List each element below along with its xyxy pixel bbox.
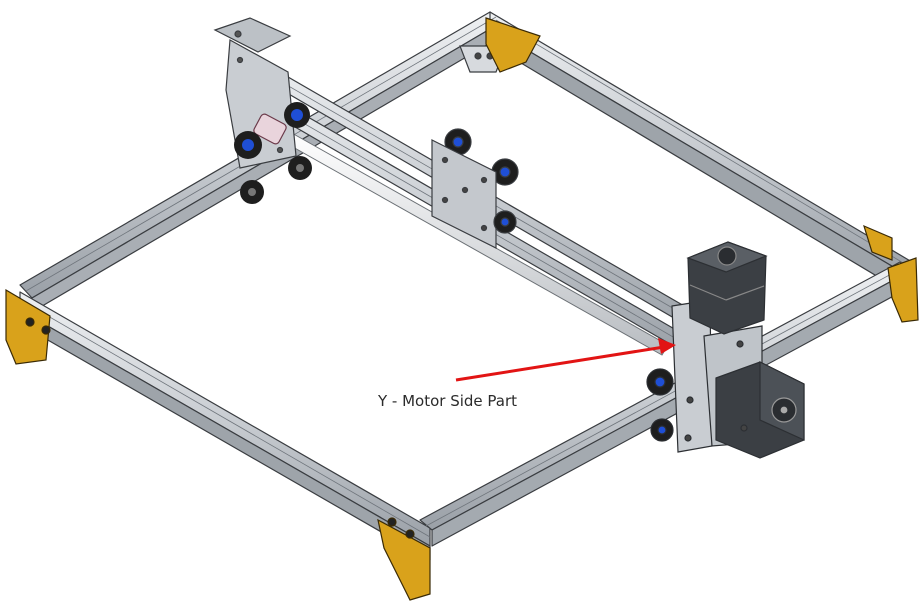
corner-bracket-icon bbox=[887, 257, 919, 323]
corner-brackets bbox=[5, 17, 919, 601]
left-coupler bbox=[253, 113, 287, 145]
v-wheel-icon bbox=[234, 131, 262, 159]
v-wheel-icon bbox=[444, 128, 472, 156]
extrusion-left-face bbox=[19, 309, 431, 561]
v-wheel-icon bbox=[493, 210, 517, 234]
corner-bracket-icon bbox=[863, 224, 893, 261]
extrusion-right-face bbox=[485, 27, 913, 291]
v-wheel-icon bbox=[650, 418, 674, 442]
v-wheel-icon bbox=[240, 180, 264, 204]
left-top-bracket bbox=[213, 17, 292, 53]
v-wheel-icon bbox=[646, 368, 674, 396]
frame-extrusions bbox=[19, 11, 913, 561]
stepper-motor-icon bbox=[715, 361, 805, 459]
corner-bracket-icon bbox=[377, 517, 431, 601]
v-wheel-icon bbox=[284, 102, 310, 128]
arrow-head-icon bbox=[658, 338, 676, 354]
callout-arrow bbox=[455, 338, 676, 382]
corner-bracket-icon bbox=[5, 288, 51, 365]
y-motor-side-part bbox=[646, 241, 805, 459]
callout-label: Y - Motor Side Part bbox=[378, 392, 518, 410]
arrow-shaft bbox=[455, 345, 665, 382]
stepper-motor-icon bbox=[686, 241, 768, 335]
x-carriage bbox=[431, 128, 519, 249]
v-wheel-icon bbox=[491, 158, 519, 186]
v-wheel-icon bbox=[288, 156, 312, 180]
left-v-wheels bbox=[234, 102, 312, 204]
corner-bracket-icon bbox=[485, 17, 541, 73]
carriage-plate bbox=[431, 139, 497, 249]
extrusion-left bbox=[19, 291, 431, 547]
extrusion-grooves bbox=[21, 16, 911, 538]
